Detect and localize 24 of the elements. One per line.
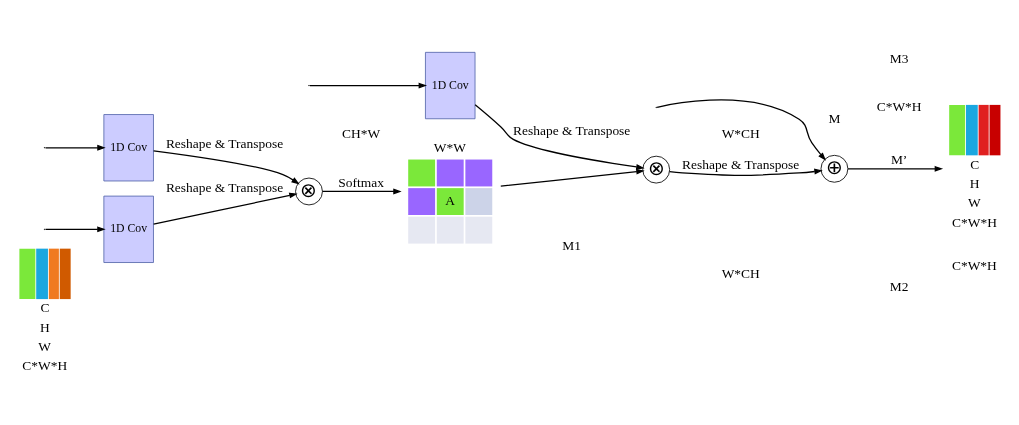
label: C*W*H bbox=[876, 98, 922, 114]
label: M bbox=[828, 111, 841, 127]
label: W*CH bbox=[721, 265, 760, 281]
label: CH*W bbox=[342, 126, 381, 142]
edge-label: Softmax bbox=[338, 175, 384, 191]
node-label: H bbox=[969, 175, 980, 191]
node-label: C*W*H bbox=[22, 358, 68, 374]
node-label: C bbox=[40, 300, 50, 316]
edge-label: Reshape & Transpose bbox=[513, 122, 631, 138]
edge-label: Reshape & Transpose bbox=[165, 135, 284, 151]
label: W*CH bbox=[721, 126, 760, 142]
node-label: H bbox=[39, 319, 50, 335]
node-label: C*W*H bbox=[952, 214, 997, 230]
label: C*W*H bbox=[952, 258, 997, 274]
node-label: W bbox=[968, 195, 981, 211]
node-label: W*W bbox=[433, 139, 466, 155]
label: M3 bbox=[889, 50, 909, 66]
node-label: W bbox=[38, 339, 51, 355]
label: M1 bbox=[562, 238, 582, 254]
edge-label: Reshape & Transpose bbox=[165, 180, 284, 196]
label: M2 bbox=[889, 279, 909, 295]
node-label: C bbox=[970, 156, 980, 172]
edge-label: Reshape & Transpose bbox=[682, 156, 800, 172]
edge-label: M’ bbox=[890, 152, 908, 168]
